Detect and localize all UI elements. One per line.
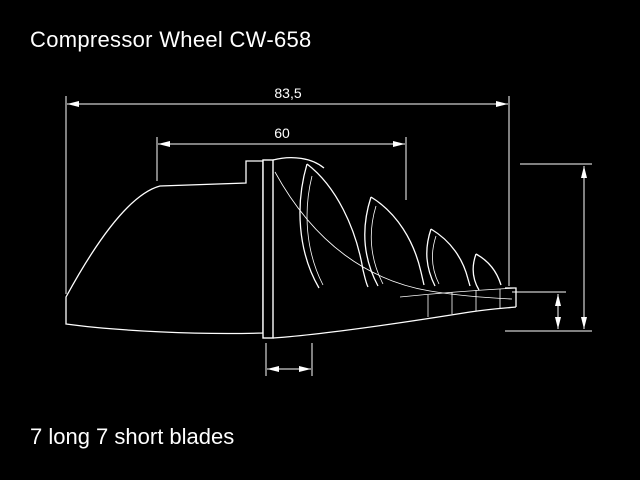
long-blade-leading-edge — [299, 163, 320, 289]
hub-bottom-edge — [272, 306, 517, 339]
dimension-inducer-width: 60 — [156, 125, 407, 200]
blade2-tip-edge — [370, 196, 425, 286]
hub-cross-section — [65, 160, 264, 335]
blade2-surface-line — [370, 205, 384, 285]
dimension-overall-height — [505, 163, 592, 332]
rim-edge — [505, 287, 517, 307]
dimension-value-inducer-width: 60 — [274, 125, 290, 141]
backplate-edge — [262, 159, 274, 339]
dimension-total-width: 83,5 — [65, 85, 510, 294]
blade4-tip-edge — [475, 253, 502, 286]
hub-section-outline — [65, 160, 264, 335]
blade3-surface-line — [432, 235, 440, 285]
blade4-leading-edge — [472, 253, 480, 291]
rim-band-top — [399, 287, 517, 298]
nose-cap-curve — [272, 157, 325, 169]
dimension-rim-height — [512, 291, 566, 329]
blade-count-note: 7 long 7 short blades — [30, 424, 235, 449]
blade3-leading-edge — [426, 228, 436, 287]
long-blade-tip-edge — [306, 163, 369, 288]
page-title: Compressor Wheel CW-658 — [30, 27, 312, 52]
long-blade-surface-line — [306, 175, 324, 286]
dimension-bore — [265, 343, 313, 376]
dimension-value-total-width: 83,5 — [274, 85, 301, 101]
blade2-leading-edge — [364, 196, 379, 287]
hub-sweep-line — [274, 171, 513, 300]
blade3-tip-edge — [430, 228, 471, 287]
blade-profiles — [272, 157, 517, 339]
backplate — [262, 159, 274, 339]
